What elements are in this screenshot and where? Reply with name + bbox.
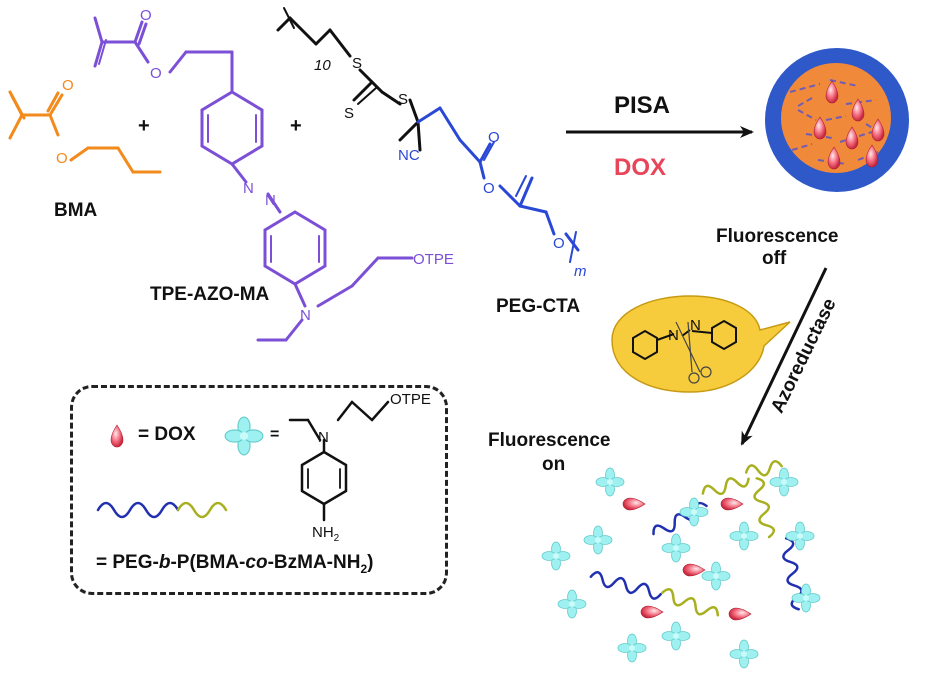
peg-o-ester: O [483,180,495,197]
tpe-azo-n1: N [243,180,254,197]
released-tpe-fluorophores [541,467,821,669]
micelle [765,48,909,192]
bma-o-carbonyl: O [62,77,74,94]
tpe-otpe: OTPE [413,251,454,268]
peg-o-ether: O [553,235,565,252]
bubble-n1: N [668,327,679,344]
fluorescence-off-label-2: off [762,248,787,269]
peg-nc: NC [398,147,420,164]
fluorescence-on-label-2: on [542,454,566,475]
tpe-azo-ma-structure [93,16,414,342]
tpe-amine-n: N [300,307,311,324]
bma-o-ester: O [56,150,68,167]
azoreductase-arrow [740,267,828,446]
legend-eq-label: = [270,426,280,443]
pisa-label: PISA [614,92,671,119]
azobenzene-scissor-bubble [611,295,791,393]
tpe-azo-n2: N [265,192,276,209]
legend-nh2: NH2 [312,524,340,544]
legend-polymer-chain [96,501,228,519]
tpe-azo-ma-label: TPE-AZO-MA [150,284,270,305]
cta-ten: 10 [314,57,331,74]
peg-m: m [574,263,587,280]
peg-cta-structure [416,106,580,263]
cta-dodecyl-chain [276,7,422,152]
tpe-o-carbonyl: O [140,7,152,24]
legend-polymer-label: = PEG-b-P(BMA-co-BzMA-NH2) [96,552,374,576]
plus-sign-1: + [138,115,150,137]
fluorescence-off-label-1: Fluorescence [716,226,839,247]
cta-s2: S [344,105,354,122]
legend-aminoaryl-structure [288,400,390,522]
bma-structure [8,90,162,174]
bubble-n2: N [690,317,701,334]
dox-label: DOX [614,154,667,181]
legend-otpe: OTPE [390,391,431,408]
legend-box [70,385,448,595]
cta-s1: S [352,55,362,72]
legend-dox-label: = DOX [138,424,196,445]
fluorescence-on-label-1: Fluorescence [488,430,611,451]
bma-label: BMA [54,200,98,221]
legend-n: N [318,429,329,446]
peg-o-carbonyl: O [488,129,500,146]
peg-cta-label: PEG-CTA [496,296,581,317]
cta-s3: S [398,91,408,108]
plus-sign-2: + [290,115,302,137]
tpe-o-ester: O [150,65,162,82]
